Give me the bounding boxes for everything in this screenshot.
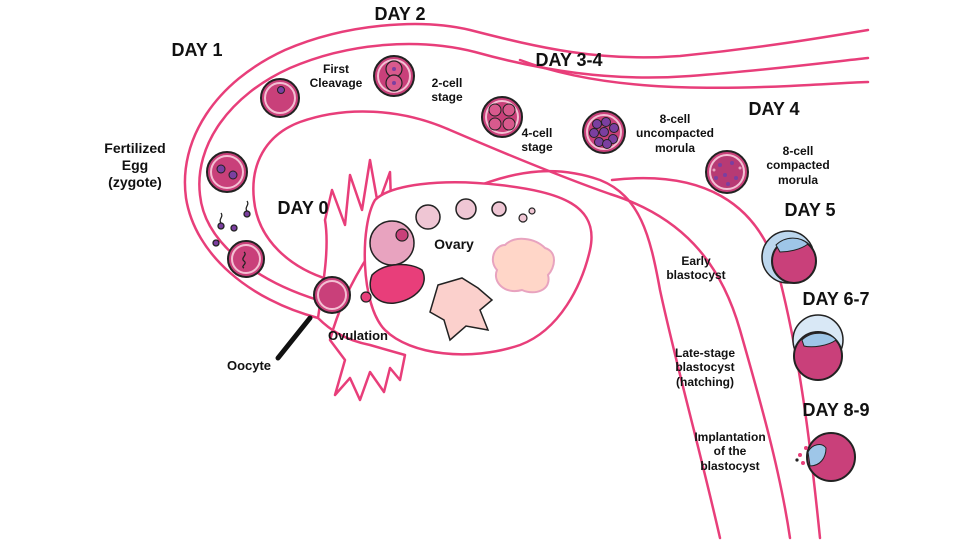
follicle [415,204,441,230]
day1-cell [260,78,300,118]
eight-cell-uncompacted-morula [582,110,626,154]
corpus-albicans [429,277,494,342]
label-day-5: DAY 5 [784,200,836,220]
tube-lower-inner-wall [252,110,792,540]
released-cell [360,291,372,303]
label-day-4: DAY 4 [748,99,800,119]
tube-outer-wall [183,22,870,320]
label-8-cell-compacted: 8-cell compacted morula [766,144,830,187]
label-4-cell-stage: 4-cell stage [521,126,553,155]
label-late-stage-blastocyst: Late-stage blastocyst (hatching) [674,346,736,389]
fertilized-egg-cell [206,151,248,193]
label-ovulation: Ovulation [328,328,388,343]
follicle-large [369,220,415,266]
ruptured-follicle [369,263,425,304]
zygote-cell [227,240,265,278]
follicle [528,207,536,215]
late-stage-blastocyst [792,314,844,381]
oocyte-cell [313,276,351,314]
follicle-oocyte [395,228,409,242]
follicle [491,201,507,217]
label-oocyte: Oocyte [226,358,272,373]
oocyte-arrow [275,315,313,361]
eight-cell-compacted-morula [705,150,749,194]
two-cell-embryo [373,55,415,97]
implanting-blastocyst [795,432,856,482]
follicle [455,198,477,220]
early-blastocyst [761,230,817,284]
ovary [360,181,593,356]
label-8-cell-uncompacted: 8-cell uncompacted morula [635,112,714,155]
label-implantation: Implantation of the blastocyst [694,430,766,473]
tube-right-wall [518,58,870,90]
label-day-6-7: DAY 6-7 [802,289,870,309]
sperm-cells [212,200,251,247]
label-day-3-4: DAY 3-4 [535,50,603,70]
label-fertilized-egg: Fertilized Egg (zygote) [104,140,166,190]
label-early-blastocyst: Early blastocyst [666,254,726,283]
label-day-0: DAY 0 [277,198,329,218]
label-first-cleavage: First Cleavage [309,62,363,91]
four-cell-embryo [481,96,523,138]
label-day-2: DAY 2 [374,4,426,24]
follicle [518,213,528,223]
tube-outermost-wall [466,169,722,540]
label-ovary: Ovary [434,236,474,252]
label-2-cell-stage: 2-cell stage [431,76,463,105]
label-day-1: DAY 1 [171,40,223,60]
tube-upper-inner-wall [198,42,870,302]
label-day-8-9: DAY 8-9 [802,400,870,420]
corpus-luteum [491,237,555,294]
